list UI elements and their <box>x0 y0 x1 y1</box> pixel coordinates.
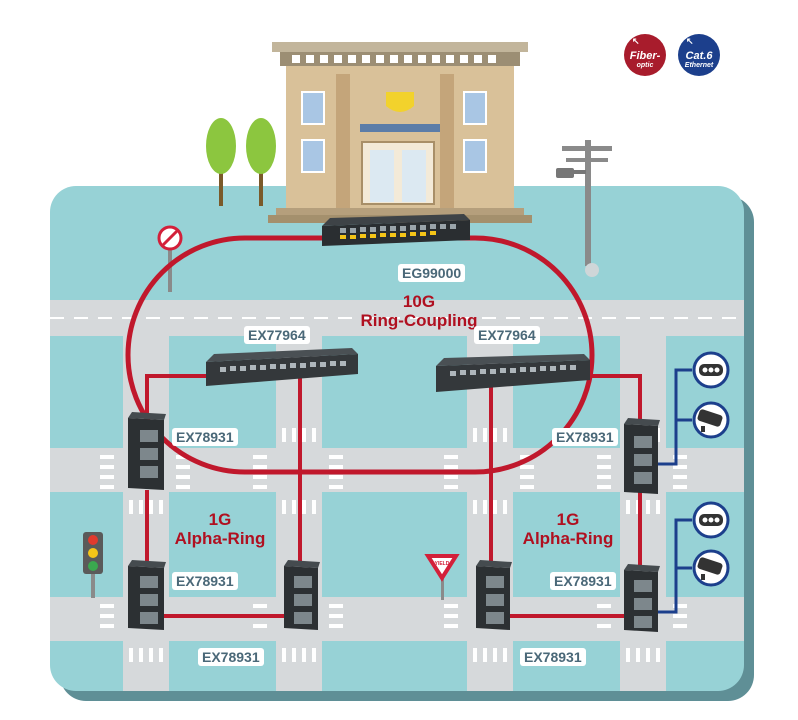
cat6-legend-badge: ↖ Cat.6 Ethernet <box>678 34 720 76</box>
edge-switch <box>476 560 512 630</box>
left-edge-switch-mid-label: EX78931 <box>172 572 238 590</box>
ring-coupling-speed: 10G <box>402 292 436 311</box>
left-alpha-ring-link <box>145 374 302 618</box>
arrow-icon: ↖ <box>632 36 640 46</box>
distribution-switch-right-label: EX77964 <box>474 326 540 344</box>
distribution-switch-left <box>206 348 358 386</box>
left-alpha-ring-name: Alpha-Ring <box>174 529 266 548</box>
distribution-switch-right <box>436 354 590 392</box>
traffic-light-icon <box>83 532 103 598</box>
cat6-legend-line2: Ethernet <box>684 62 714 69</box>
left-edge-switch-top-label: EX78931 <box>172 428 238 446</box>
edge-switch <box>284 560 320 630</box>
distribution-switch-left-label: EX77964 <box>244 326 310 344</box>
left-alpha-ring-speed: 1G <box>208 510 232 529</box>
edge-switch <box>128 412 166 490</box>
fiber-optic-legend-badge: ↖ Fiber- optic <box>624 34 666 76</box>
edge-switch <box>624 418 660 494</box>
security-camera-icon <box>556 168 586 178</box>
edge-switch <box>128 560 166 630</box>
right-edge-switch-bottom-label: EX78931 <box>520 648 586 666</box>
core-switch-eg99000 <box>322 214 470 246</box>
cat6-legend-line1: Cat.6 <box>685 50 713 62</box>
edge-switch <box>624 564 660 632</box>
right-alpha-ring-title: 1G Alpha-Ring <box>508 510 628 548</box>
signal-device-icon <box>692 501 730 539</box>
ip-camera-icon <box>692 549 730 587</box>
no-entry-sign-icon <box>157 225 183 292</box>
tree-icon <box>246 118 276 206</box>
signal-device-icon <box>692 351 730 389</box>
ring-coupling-name: Ring-Coupling <box>360 311 478 330</box>
left-alpha-ring-title: 1G Alpha-Ring <box>160 510 280 548</box>
left-edge-switch-bottom-label: EX78931 <box>198 648 264 666</box>
10g-ring-coupling-link <box>125 235 595 475</box>
right-edge-switch-mid-label: EX78931 <box>550 572 616 590</box>
right-edge-switch-top-label: EX78931 <box>552 428 618 446</box>
fiber-legend-line2: optic <box>636 62 654 69</box>
core-switch-label: EG99000 <box>398 264 466 282</box>
fiber-legend-line1: Fiber- <box>629 50 661 62</box>
ethernet-links <box>656 368 692 614</box>
ring-coupling-title: 10G Ring-Coupling <box>334 292 504 330</box>
right-alpha-ring-name: Alpha-Ring <box>522 529 614 548</box>
svg-text:YIELD: YIELD <box>435 561 450 567</box>
tree-icon <box>206 118 236 206</box>
building-icon <box>268 42 532 223</box>
yield-sign-icon: YIELD <box>424 554 460 600</box>
utility-pole-icon <box>562 140 612 277</box>
right-alpha-ring-speed: 1G <box>556 510 580 529</box>
ethernet-link-upper <box>656 368 692 466</box>
ip-camera-icon <box>692 401 730 439</box>
arrow-icon: ↖ <box>686 36 694 46</box>
ethernet-link-lower <box>656 518 692 614</box>
